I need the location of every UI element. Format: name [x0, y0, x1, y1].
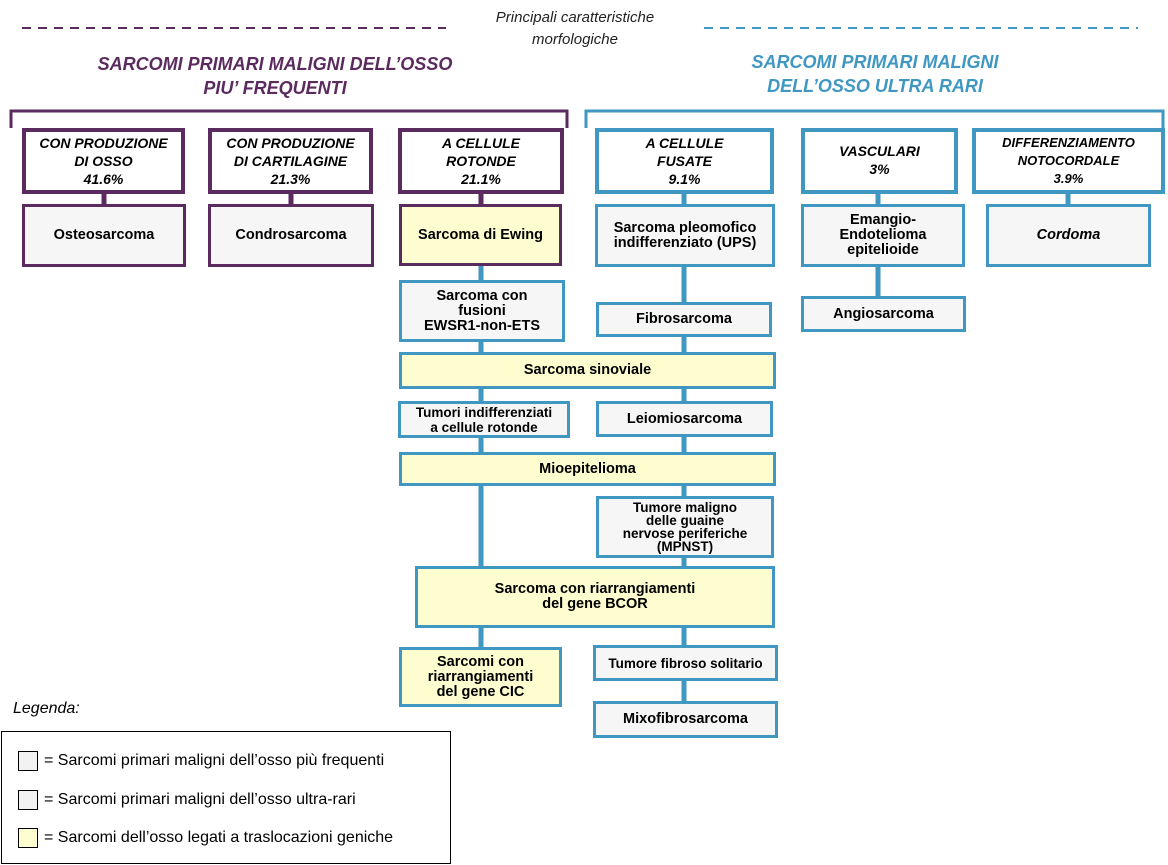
node-label: Mioepitelioma — [539, 460, 636, 477]
category-line: DI OSSO — [74, 153, 133, 169]
category-percentage: 21.1% — [461, 171, 501, 187]
node-label: EWSR1-non-ETS — [424, 317, 540, 334]
legend-label: = Sarcomi dell’osso legati a traslocazio… — [44, 829, 394, 846]
node-label: Sarcoma con riarrangiamenti — [494, 581, 696, 597]
node-label: Fibrosarcoma — [636, 311, 732, 327]
node-condrosarcoma: Condrosarcoma — [208, 204, 374, 267]
node-ewsr1-non-ets: Sarcoma con fusioni EWSR1-non-ETS — [399, 280, 565, 342]
node-label: del gene BCOR — [542, 596, 648, 612]
category-line: A CELLULE — [441, 135, 521, 151]
legend-item-frequent: = Sarcomi primari maligni dell’osso più … — [18, 751, 384, 771]
legend-item-ultra-rare: = Sarcomi primari maligni dell’osso ultr… — [18, 790, 356, 810]
category-line: VASCULARI — [839, 143, 920, 159]
node-label: del gene CIC — [436, 683, 525, 700]
node-label: Emangio- — [849, 212, 917, 228]
category-line: ROTONDE — [446, 153, 516, 169]
category-cartilage-producing: CON PRODUZIONE DI CARTILAGINE 21.3% — [208, 128, 373, 194]
node-cic: Sarcomi con riarrangiamenti del gene CIC — [399, 647, 562, 707]
node-mixofibrosarcoma: Mixofibrosarcoma — [593, 701, 778, 738]
node-label: Cordoma — [1036, 227, 1101, 243]
node-sarcoma-di-ewing: Sarcoma di Ewing — [399, 204, 562, 266]
category-percentage: 9.1% — [668, 171, 701, 187]
node-leiomiosarcoma: Leiomiosarcoma — [596, 401, 773, 437]
category-line: A CELLULE — [645, 135, 724, 151]
node-label: Mixofibrosarcoma — [623, 711, 748, 727]
legend-swatch-gray — [18, 790, 38, 810]
category-line: CON PRODUZIONE — [39, 135, 168, 151]
category-percentage: 3.9% — [1053, 171, 1084, 186]
category-bone-producing: CON PRODUZIONE DI OSSO 41.6% — [22, 128, 185, 194]
center-heading-line1: Principali caratteristiche — [495, 9, 655, 26]
category-line: DI CARTILAGINE — [233, 153, 348, 169]
legend-label: = Sarcomi primari maligni dell’osso più … — [44, 752, 385, 769]
node-label: Sarcoma pleomofico — [613, 219, 757, 236]
node-label: a cellule rotonde — [430, 419, 538, 435]
node-sarcoma-sinoviale: Sarcoma sinoviale — [399, 352, 776, 389]
category-percentage: 21.3% — [270, 171, 311, 187]
category-line: FUSATE — [657, 153, 712, 169]
node-label: epitelioide — [847, 242, 919, 258]
node-label: Sarcoma di Ewing — [418, 226, 543, 243]
right-group-title-line2: DELL’OSSO ULTRA RARI — [767, 76, 983, 96]
node-osteosarcoma: Osteosarcoma — [22, 204, 186, 267]
left-group-title-line2: PIU’ FREQUENTI — [203, 78, 347, 98]
right-group-title: SARCOMI PRIMARI MALIGNI DELL’OSSO ULTRA … — [680, 50, 1070, 98]
node-bcor: Sarcoma con riarrangiamenti del gene BCO… — [415, 566, 775, 628]
node-label: nervose periferiche — [622, 526, 748, 541]
right-group-title-line1: SARCOMI PRIMARI MALIGNI — [751, 52, 999, 72]
node-label: Leiomiosarcoma — [626, 410, 743, 427]
left-group-title: SARCOMI PRIMARI MALIGNI DELL’OSSO PIU’ F… — [40, 52, 510, 100]
node-label: Osteosarcoma — [53, 227, 155, 243]
node-label: Condrosarcoma — [235, 227, 347, 243]
node-fibrosarcoma: Fibrosarcoma — [596, 302, 772, 337]
node-label: delle guaine — [645, 513, 725, 528]
category-percentage: 41.6% — [83, 171, 124, 187]
node-mioepitelioma: Mioepitelioma — [399, 452, 776, 486]
legend-title: Legenda: — [13, 700, 80, 717]
left-group-title-line1: SARCOMI PRIMARI MALIGNI DELL’OSSO — [97, 54, 453, 74]
node-emangioendotelioma: Emangio- Endotelioma epitelioide — [801, 204, 965, 267]
node-label: Tumore fibroso solitario — [608, 655, 763, 671]
node-tumore-fibroso-solitario: Tumore fibroso solitario — [593, 645, 778, 681]
category-notochordal: DIFFERENZIAMENTO NOTOCORDALE 3.9% — [972, 128, 1165, 194]
category-line: NOTOCORDALE — [1017, 153, 1120, 168]
legend-swatch-gray — [18, 751, 38, 771]
node-label: (MPNST) — [656, 539, 714, 554]
category-vascular: VASCULARI 3% — [801, 128, 958, 194]
node-ups: Sarcoma pleomofico indifferenziato (UPS) — [595, 204, 775, 267]
node-label: indifferenziato (UPS) — [613, 234, 757, 251]
category-percentage: 3% — [869, 161, 890, 177]
legend-box: = Sarcomi primari maligni dell’osso più … — [1, 731, 451, 864]
category-round-cells: A CELLULE ROTONDE 21.1% — [398, 128, 564, 194]
node-label: Sarcomi con — [436, 653, 525, 670]
legend-swatch-yellow — [18, 828, 38, 848]
category-spindle-cells: A CELLULE FUSATE 9.1% — [595, 128, 774, 194]
node-label: Tumori indifferenziati — [415, 404, 553, 420]
node-label: Endotelioma — [839, 227, 927, 243]
node-label: Angiosarcoma — [833, 305, 934, 322]
node-mpnst: Tumore maligno delle guaine nervose peri… — [596, 496, 774, 558]
node-label: Sarcoma sinoviale — [523, 362, 652, 378]
node-label: fusioni — [458, 302, 506, 319]
node-label: Sarcoma con — [436, 287, 528, 304]
node-label: riarrangiamenti — [427, 668, 534, 685]
node-tumori-indifferenziati: Tumori indifferenziati a cellule rotonde — [398, 401, 570, 438]
legend-item-translocation: = Sarcomi dell’osso legati a traslocazio… — [18, 828, 393, 848]
node-angiosarcoma: Angiosarcoma — [801, 296, 966, 332]
category-line: CON PRODUZIONE — [226, 135, 355, 151]
node-label: Tumore maligno — [632, 500, 737, 515]
category-line: DIFFERENZIAMENTO — [1002, 135, 1135, 150]
center-heading: Principali caratteristiche morfologiche — [455, 7, 695, 51]
legend-label: = Sarcomi primari maligni dell’osso ultr… — [44, 791, 356, 808]
node-cordoma: Cordoma — [986, 204, 1151, 267]
center-heading-line2: morfologiche — [532, 31, 618, 48]
